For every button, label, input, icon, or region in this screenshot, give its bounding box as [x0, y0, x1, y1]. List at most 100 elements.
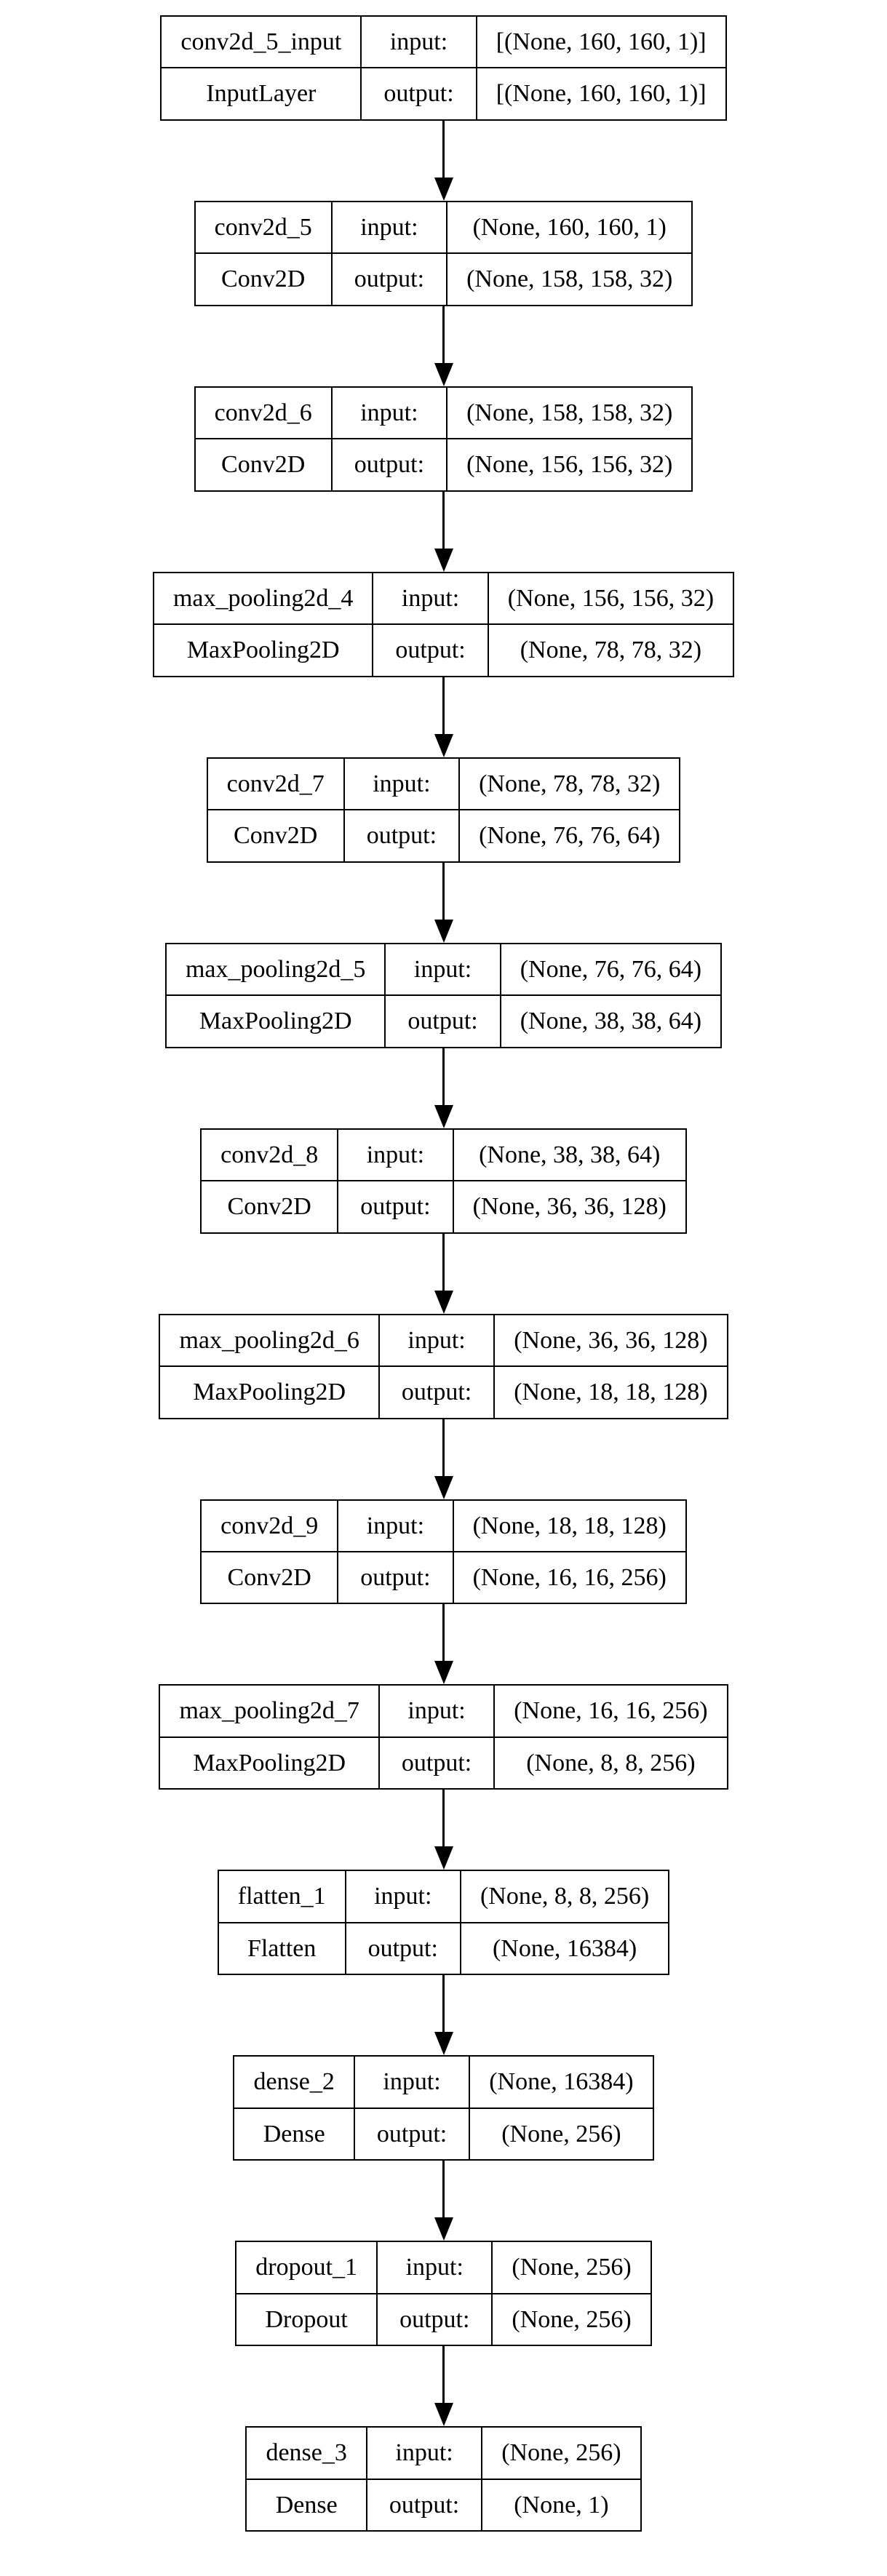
input-label: input: [360, 15, 477, 69]
flow-arrow [434, 1604, 453, 1685]
layer-output-shape: (None, 158, 158, 32) [446, 252, 693, 306]
layer-name: max_pooling2d_7 [159, 1684, 380, 1738]
layer-node: flatten_1 input: (None, 8, 8, 256) Flatt… [217, 1870, 670, 1976]
layer-output-row: Conv2D output: (None, 36, 36, 128) [200, 1180, 687, 1234]
flow-arrow [434, 2161, 453, 2241]
arrow-line [442, 120, 445, 178]
input-label: input: [337, 1499, 454, 1552]
layer-input-shape: (None, 156, 156, 32) [487, 571, 735, 626]
layer-input-shape: (None, 36, 36, 128) [493, 1313, 728, 1368]
arrow-line [442, 862, 445, 920]
layer-output-shape: (None, 256) [469, 2107, 654, 2161]
layer-input-row: dense_3 input: (None, 256) [245, 2426, 642, 2480]
arrow-down-icon [434, 177, 453, 201]
layer-name: conv2d_8 [200, 1128, 339, 1182]
layer-type: Dense [245, 2478, 367, 2532]
layer-name: max_pooling2d_5 [164, 942, 386, 997]
input-label: input: [343, 757, 461, 811]
layer-output-shape: [(None, 160, 160, 1)] [475, 67, 727, 121]
output-label: output: [353, 2107, 471, 2161]
output-label: output: [378, 1736, 496, 1790]
arrow-down-icon [434, 1290, 453, 1314]
layer-input-row: conv2d_6 input: (None, 158, 158, 32) [194, 386, 693, 440]
arrow-down-icon [434, 1475, 453, 1499]
layer-input-row: max_pooling2d_6 input: (None, 36, 36, 12… [159, 1313, 728, 1368]
layer-input-row: flatten_1 input: (None, 8, 8, 256) [217, 1870, 670, 1923]
layer-input-row: max_pooling2d_4 input: (None, 156, 156, … [152, 571, 735, 626]
arrow-line [442, 1975, 445, 2033]
output-label: output: [330, 438, 448, 492]
layer-output-row: Dense output: (None, 1) [245, 2478, 642, 2532]
layer-input-row: dense_2 input: (None, 16384) [233, 2055, 654, 2109]
arrow-down-icon [434, 2032, 453, 2056]
layer-node: max_pooling2d_6 input: (None, 36, 36, 12… [159, 1313, 728, 1419]
layer-input-shape: (None, 160, 160, 1) [446, 200, 693, 255]
layer-type: Conv2D [194, 438, 333, 492]
layer-type: MaxPooling2D [159, 1736, 380, 1790]
layer-input-shape: (None, 16, 16, 256) [493, 1684, 728, 1738]
output-label: output: [384, 994, 501, 1048]
layer-name: conv2d_7 [206, 757, 345, 811]
layer-output-row: Conv2D output: (None, 16, 16, 256) [200, 1550, 687, 1605]
layer-input-shape: [(None, 160, 160, 1)] [475, 15, 727, 69]
arrow-line [442, 306, 445, 363]
layer-input-row: max_pooling2d_5 input: (None, 76, 76, 64… [164, 942, 723, 997]
layer-input-row: conv2d_7 input: (None, 78, 78, 32) [206, 757, 681, 811]
input-label: input: [372, 571, 489, 626]
layer-node: dense_2 input: (None, 16384) Dense outpu… [233, 2055, 654, 2161]
layer-output-shape: (None, 36, 36, 128) [452, 1180, 687, 1234]
output-label: output: [337, 1180, 454, 1234]
output-label: output: [378, 1365, 496, 1419]
arrow-line [442, 1604, 445, 1662]
layer-output-row: Dropout output: (None, 256) [235, 2292, 652, 2347]
arrow-down-icon [434, 548, 453, 572]
layer-input-shape: (None, 158, 158, 32) [446, 386, 693, 440]
arrow-down-icon [434, 1661, 453, 1685]
layer-type: Conv2D [194, 252, 333, 306]
arrow-line [442, 2161, 445, 2218]
layer-name: dropout_1 [235, 2241, 378, 2294]
layer-output-shape: (None, 16384) [459, 1921, 670, 1976]
layer-type: MaxPooling2D [152, 623, 374, 677]
layer-node: conv2d_9 input: (None, 18, 18, 128) Conv… [200, 1499, 687, 1605]
arrow-line [442, 1419, 445, 1476]
flow-arrow [434, 491, 453, 572]
layer-input-row: max_pooling2d_7 input: (None, 16, 16, 25… [159, 1684, 728, 1738]
layer-input-shape: (None, 8, 8, 256) [459, 1870, 670, 1923]
layer-output-shape: (None, 76, 76, 64) [458, 809, 681, 863]
flow-arrow [434, 1790, 453, 1870]
layer-type: Conv2D [200, 1550, 339, 1605]
layer-node: dense_3 input: (None, 256) Dense output:… [245, 2426, 642, 2532]
arrow-line [442, 2346, 445, 2404]
input-label: input: [344, 1870, 461, 1923]
layer-node: conv2d_7 input: (None, 78, 78, 32) Conv2… [206, 757, 681, 863]
arrow-down-icon [434, 362, 453, 386]
output-label: output: [360, 67, 477, 121]
layer-output-shape: (None, 156, 156, 32) [446, 438, 693, 492]
layer-node: conv2d_6 input: (None, 158, 158, 32) Con… [194, 386, 693, 492]
flow-arrow [434, 1048, 453, 1128]
layer-input-shape: (None, 18, 18, 128) [452, 1499, 687, 1552]
output-label: output: [337, 1550, 454, 1605]
layer-node: max_pooling2d_5 input: (None, 76, 76, 64… [164, 942, 723, 1048]
input-label: input: [337, 1128, 454, 1182]
layer-type: Dense [233, 2107, 355, 2161]
layer-output-shape: (None, 18, 18, 128) [493, 1365, 728, 1419]
layer-node: conv2d_5_input input: [(None, 160, 160, … [160, 15, 727, 121]
arrow-line [442, 677, 445, 734]
layer-name: max_pooling2d_6 [159, 1313, 380, 1368]
layer-output-row: MaxPooling2D output: (None, 38, 38, 64) [164, 994, 723, 1048]
arrow-line [442, 1048, 445, 1105]
output-label: output: [372, 623, 489, 677]
layer-output-row: Conv2D output: (None, 76, 76, 64) [206, 809, 681, 863]
layer-node: conv2d_5 input: (None, 160, 160, 1) Conv… [194, 200, 693, 306]
arrow-down-icon [434, 1846, 453, 1870]
layer-output-row: InputLayer output: [(None, 160, 160, 1)] [160, 67, 727, 121]
layer-name: conv2d_5 [194, 200, 333, 255]
output-label: output: [365, 2478, 483, 2532]
layer-name: dense_3 [245, 2426, 367, 2480]
input-label: input: [353, 2055, 471, 2109]
flow-arrow [434, 1419, 453, 1499]
layer-type: Conv2D [206, 809, 345, 863]
layer-output-row: Dense output: (None, 256) [233, 2107, 654, 2161]
